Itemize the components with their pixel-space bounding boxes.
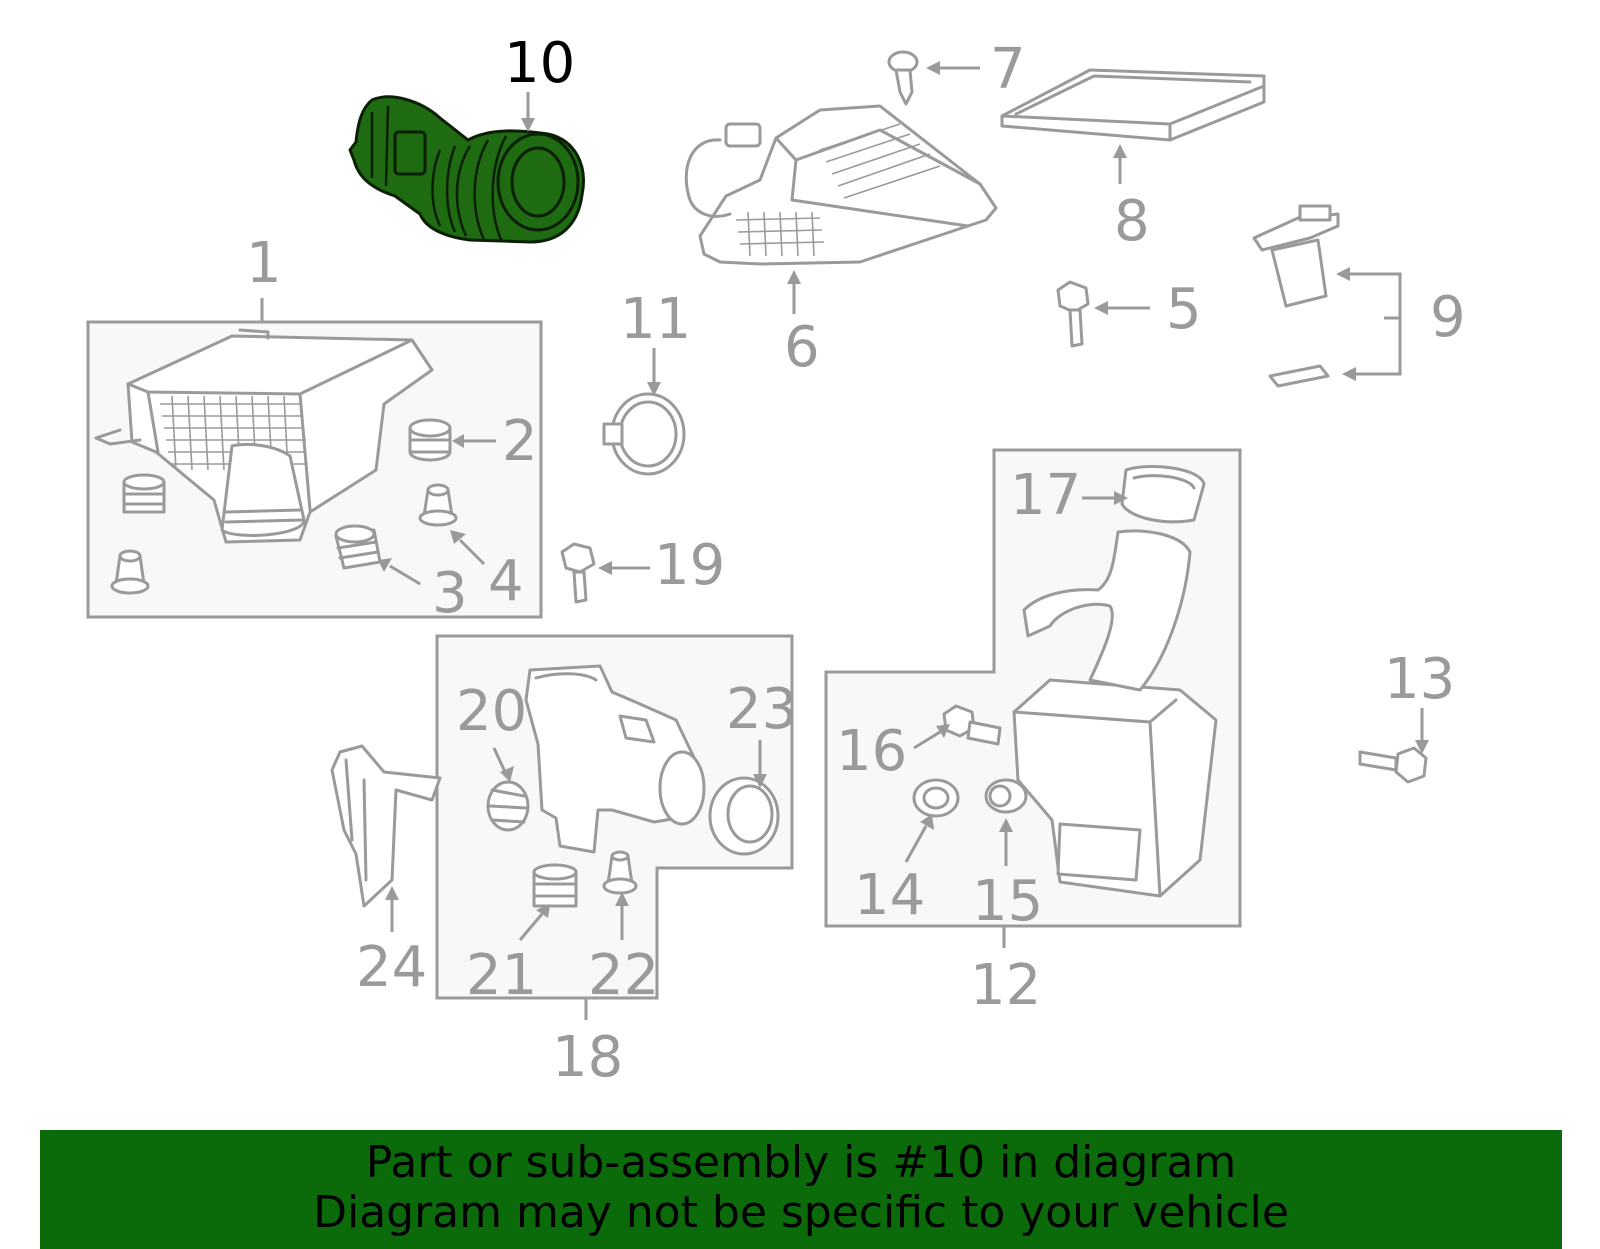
callout-4: 4 xyxy=(488,549,524,614)
part-20-grommet[interactable] xyxy=(486,780,530,832)
callout-1: 1 xyxy=(246,231,282,296)
callout-18: 18 xyxy=(552,1025,623,1090)
callout-14: 14 xyxy=(854,863,925,928)
part-11-hose-clamp[interactable] xyxy=(602,392,686,476)
part-1-air-cleaner-housing[interactable] xyxy=(94,328,434,544)
group-box-18 xyxy=(435,634,794,1000)
part-24-bracket[interactable] xyxy=(330,744,442,908)
part-17-seal[interactable] xyxy=(1120,464,1206,524)
part-12-resonator[interactable] xyxy=(1012,529,1218,898)
callout-12: 12 xyxy=(970,953,1041,1018)
callout-10: 10 xyxy=(504,31,575,96)
part-23-seal[interactable] xyxy=(708,776,780,856)
part-6-upper-housing[interactable] xyxy=(684,104,998,266)
callout-24: 24 xyxy=(356,935,427,1000)
callout-8: 8 xyxy=(1114,189,1150,254)
banner-line-1: Part or sub-assembly is #10 in diagram xyxy=(365,1137,1237,1188)
callout-21: 21 xyxy=(466,943,537,1008)
part-18-intake-duct[interactable] xyxy=(524,664,706,854)
callout-11: 11 xyxy=(620,287,691,352)
part-3-grommet[interactable] xyxy=(334,524,382,570)
part-16-bolt[interactable] xyxy=(942,704,1002,746)
callout-5: 5 xyxy=(1166,277,1202,342)
callout-20: 20 xyxy=(456,679,527,744)
callout-19: 19 xyxy=(654,533,725,598)
part-15-grommet[interactable] xyxy=(984,778,1028,814)
callout-15: 15 xyxy=(972,869,1043,934)
part-3-grommet-spare xyxy=(122,473,166,514)
banner-line-2: Diagram may not be specific to your vehi… xyxy=(313,1187,1289,1238)
info-banner: Part or sub-assembly is #10 in diagram D… xyxy=(40,1130,1562,1249)
part-14-grommet[interactable] xyxy=(912,778,960,818)
part-7-clip[interactable] xyxy=(887,50,919,106)
part-8-air-filter[interactable] xyxy=(1000,68,1266,142)
callout-6: 6 xyxy=(784,315,820,380)
callout-7: 7 xyxy=(990,37,1026,102)
leader-lines xyxy=(260,61,1429,1020)
part-21-grommet[interactable] xyxy=(532,863,578,908)
part-2-grommet[interactable] xyxy=(408,418,452,462)
callout-17: 17 xyxy=(1010,463,1081,528)
part-22-bushing[interactable] xyxy=(602,850,638,895)
part-4-bushing[interactable] xyxy=(418,483,458,527)
callout-23: 23 xyxy=(726,677,797,742)
part-13-bolt[interactable] xyxy=(1358,746,1428,784)
part-4-bushing-spare xyxy=(110,549,150,595)
callout-13: 13 xyxy=(1384,647,1455,712)
callout-16: 16 xyxy=(836,719,907,784)
part-9-gasket[interactable] xyxy=(1268,364,1330,388)
callout-2: 2 xyxy=(502,409,538,474)
part-5-bolt[interactable] xyxy=(1056,280,1090,348)
callout-22: 22 xyxy=(588,943,659,1008)
callout-9: 9 xyxy=(1430,285,1466,350)
callout-3: 3 xyxy=(432,561,468,626)
part-10-intake-hose[interactable] xyxy=(348,95,585,244)
part-9-airflow-sensor[interactable] xyxy=(1252,204,1340,308)
part-19-bolt[interactable] xyxy=(560,542,596,604)
